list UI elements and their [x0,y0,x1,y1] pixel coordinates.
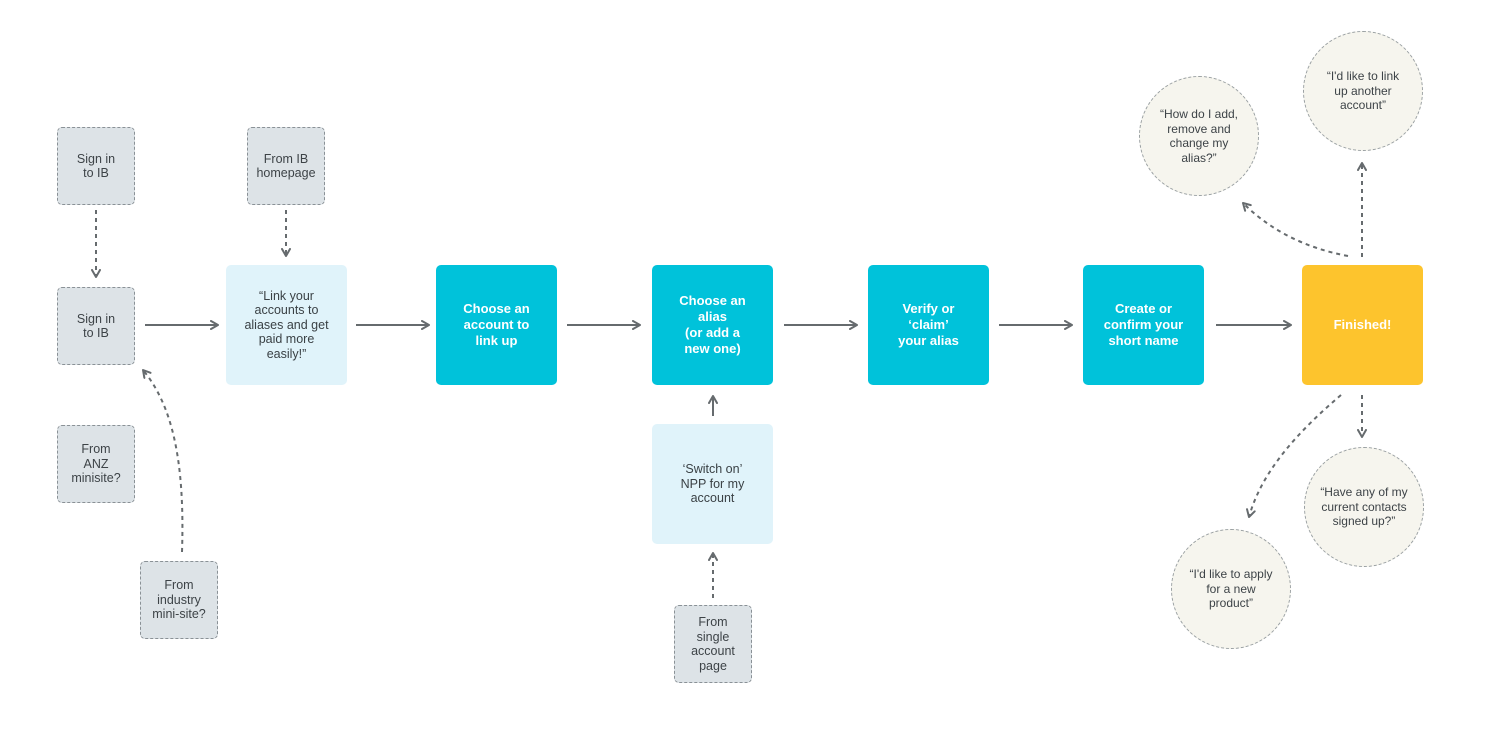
entry-from-anz-minisite-label: From ANZ minisite? [71,442,121,486]
thought-add-remove-alias[interactable]: “How do I add, remove and change my alia… [1139,76,1259,196]
prompt-switch-on-npp[interactable]: ‘Switch on’ NPP for my account [652,424,773,544]
entry-from-single-account-page-label: From single account page [691,615,735,673]
arrow-industry-to-signin [142,369,184,553]
thought-link-another-account[interactable]: “I'd like to link up another account” [1303,31,1423,151]
step-create-short-name-label: Create or confirm your short name [1103,301,1184,348]
entry-from-anz-minisite[interactable]: From ANZ minisite? [57,425,135,503]
entry-sign-in-to-ib[interactable]: Sign in to IB [57,287,135,365]
thought-link-another-account-label: “I'd like to link up another account” [1326,69,1400,113]
thought-apply-new-product-label: “I'd like to apply for a new product” [1189,567,1273,611]
step-create-short-name[interactable]: Create or confirm your short name [1083,265,1204,385]
prompt-link-accounts-label: “Link your accounts to aliases and get p… [244,288,329,361]
entry-from-industry-minisite[interactable]: From industry mini-site? [140,561,218,639]
step-choose-alias[interactable]: Choose an alias (or add a new one) [652,265,773,385]
thought-add-remove-alias-label: “How do I add, remove and change my alia… [1159,107,1239,165]
step-choose-account-label: Choose an account to link up [463,301,530,348]
step-finished[interactable]: Finished! [1302,265,1423,385]
entry-sign-in-to-ib-label: Sign in to IB [76,311,116,341]
arrow-finished-to-new-product [1246,394,1342,518]
thought-contacts-signed-up[interactable]: “Have any of my current contacts signed … [1304,447,1424,567]
arrow-finished-to-add-alias [1242,202,1349,257]
thought-apply-new-product[interactable]: “I'd like to apply for a new product” [1171,529,1291,649]
prompt-link-accounts[interactable]: “Link your accounts to aliases and get p… [226,265,347,385]
entry-from-single-account-page[interactable]: From single account page [674,605,752,683]
step-finished-label: Finished! [1333,317,1392,332]
thought-contacts-signed-up-label: “Have any of my current contacts signed … [1320,485,1408,529]
entry-sign-in-to-ib-top-label: Sign in to IB [76,151,116,181]
step-choose-alias-label: Choose an alias (or add a new one) [679,293,746,356]
step-verify-alias[interactable]: Verify or ‘claim’ your alias [868,265,989,385]
step-choose-account[interactable]: Choose an account to link up [436,265,557,385]
entry-sign-in-to-ib-top[interactable]: Sign in to IB [57,127,135,205]
entry-from-ib-homepage[interactable]: From IB homepage [247,127,325,205]
entry-from-ib-homepage-label: From IB homepage [256,151,316,181]
prompt-switch-on-npp-label: ‘Switch on’ NPP for my account [680,462,745,506]
entry-from-industry-minisite-label: From industry mini-site? [152,578,206,622]
step-verify-alias-label: Verify or ‘claim’ your alias [898,301,959,348]
